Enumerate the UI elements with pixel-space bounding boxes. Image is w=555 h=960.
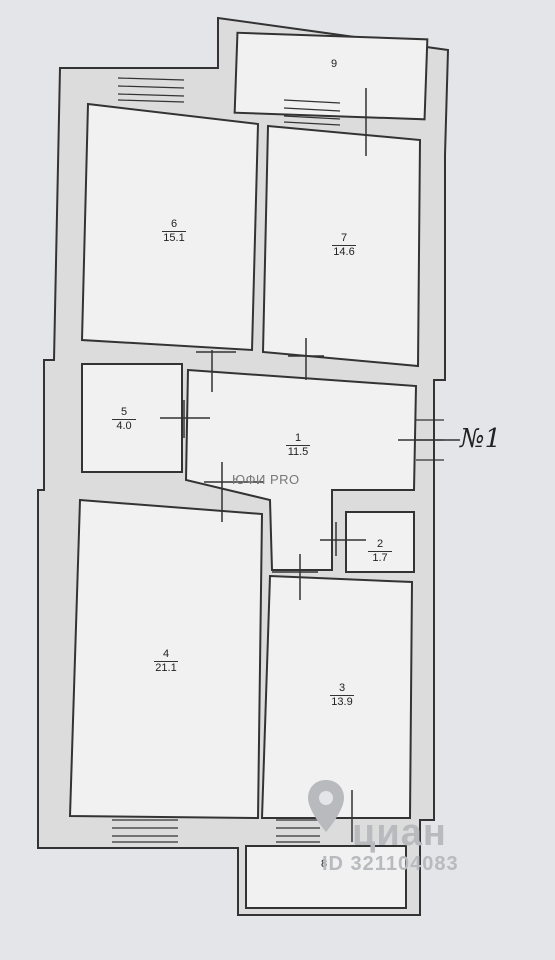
room-label-1: 1 11.5 <box>276 432 320 459</box>
room-area: 21.1 <box>155 662 177 674</box>
watermark-brand: циан <box>352 812 447 854</box>
map-pin-icon <box>308 780 344 832</box>
balcony-9 <box>233 31 429 121</box>
watermark-center: ЮФИ PRO <box>232 472 300 487</box>
room-label-5: 5 4.0 <box>102 406 146 433</box>
room-area: 4.0 <box>116 420 132 432</box>
room-7 <box>261 124 422 368</box>
window-bottom-right <box>276 819 320 843</box>
room-label-9: 9 <box>312 58 356 71</box>
room-number: 4 <box>154 648 178 662</box>
room-area: 15.1 <box>163 232 185 244</box>
room-number: 2 <box>368 538 392 552</box>
room-area: 1.7 <box>372 552 388 564</box>
room-6 <box>80 102 260 352</box>
room-number: 6 <box>162 218 186 232</box>
room-number: 5 <box>112 406 136 420</box>
entrance-label: №1 <box>460 424 502 454</box>
room-area: 13.9 <box>331 696 353 708</box>
room-label-6: 6 15.1 <box>152 218 196 245</box>
balcony-8 <box>245 845 407 909</box>
room-label-7: 7 14.6 <box>322 232 366 259</box>
room-4 <box>68 498 264 820</box>
room-label-3: 3 13.9 <box>320 682 364 709</box>
room-2 <box>345 511 415 573</box>
room-area: 14.6 <box>333 246 355 258</box>
room-number: 8 <box>320 858 328 870</box>
room-label-8: 8 <box>302 858 346 871</box>
door-marks <box>160 88 460 842</box>
window-top-left <box>117 77 185 103</box>
window-top-middle <box>283 99 341 126</box>
window-bottom-left <box>112 819 178 843</box>
watermark-id: ID 321104083 <box>322 853 459 875</box>
room-label-4: 4 21.1 <box>144 648 188 675</box>
room-number: 1 <box>286 432 310 446</box>
room-number: 3 <box>330 682 354 696</box>
room-number: 7 <box>332 232 356 246</box>
room-label-2: 2 1.7 <box>358 538 402 565</box>
room-1 <box>184 368 418 571</box>
room-area: 11.5 <box>287 446 309 458</box>
room-3 <box>260 574 414 819</box>
room-number: 9 <box>330 58 338 70</box>
